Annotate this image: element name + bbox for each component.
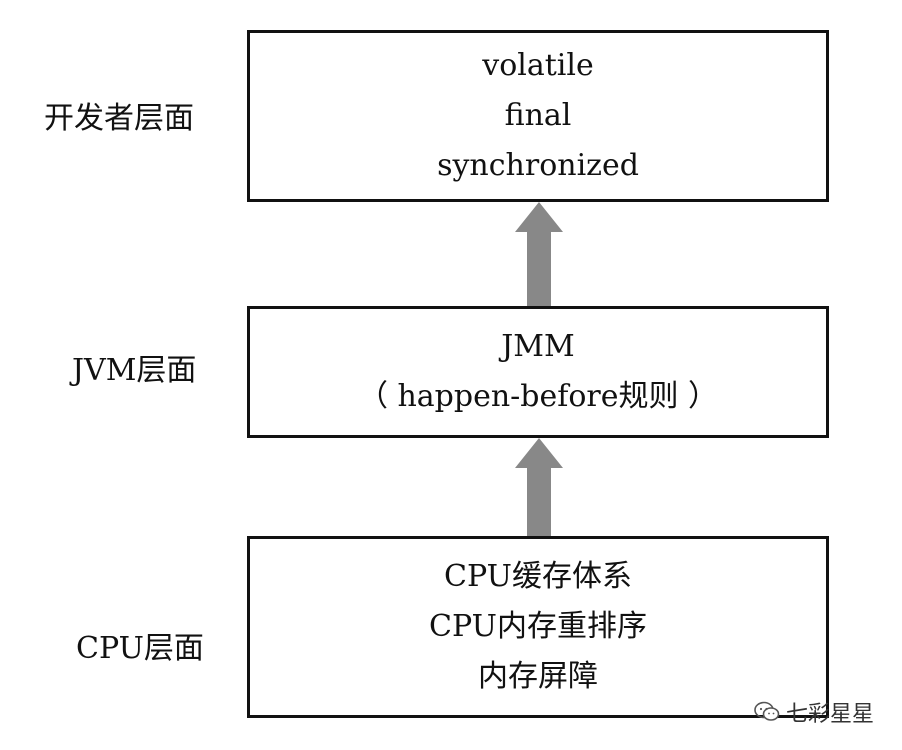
wechat-icon	[754, 701, 780, 721]
layer-label-developer: 开发者层面	[44, 101, 194, 136]
arrow-shape	[515, 438, 563, 538]
box-line: CPU缓存体系	[444, 559, 632, 594]
layer-label-cpu: CPU层面	[76, 631, 204, 666]
cpu-layer-box: CPU缓存体系 CPU内存重排序 内存屏障	[247, 536, 829, 718]
box-line: 内存屏障	[478, 659, 598, 694]
box-line: synchronized	[437, 148, 639, 183]
layer-label-jvm: JVM层面	[72, 353, 197, 388]
box-line: final	[504, 98, 572, 133]
watermark: 七彩星星	[754, 696, 874, 728]
box-line: JMM	[501, 329, 575, 364]
up-arrow-cpu-to-jvm	[515, 438, 563, 538]
watermark-text: 七彩星星	[785, 702, 874, 727]
arrow-shape	[515, 202, 563, 308]
jvm-layer-box: JMM （ happen-before规则 ）	[247, 306, 829, 438]
developer-layer-box: volatile final synchronized	[247, 30, 829, 202]
box-line: volatile	[482, 48, 594, 83]
up-arrow-jvm-to-developer	[515, 202, 563, 308]
box-line: （ happen-before规则 ）	[357, 379, 719, 414]
box-line: CPU内存重排序	[429, 609, 647, 644]
